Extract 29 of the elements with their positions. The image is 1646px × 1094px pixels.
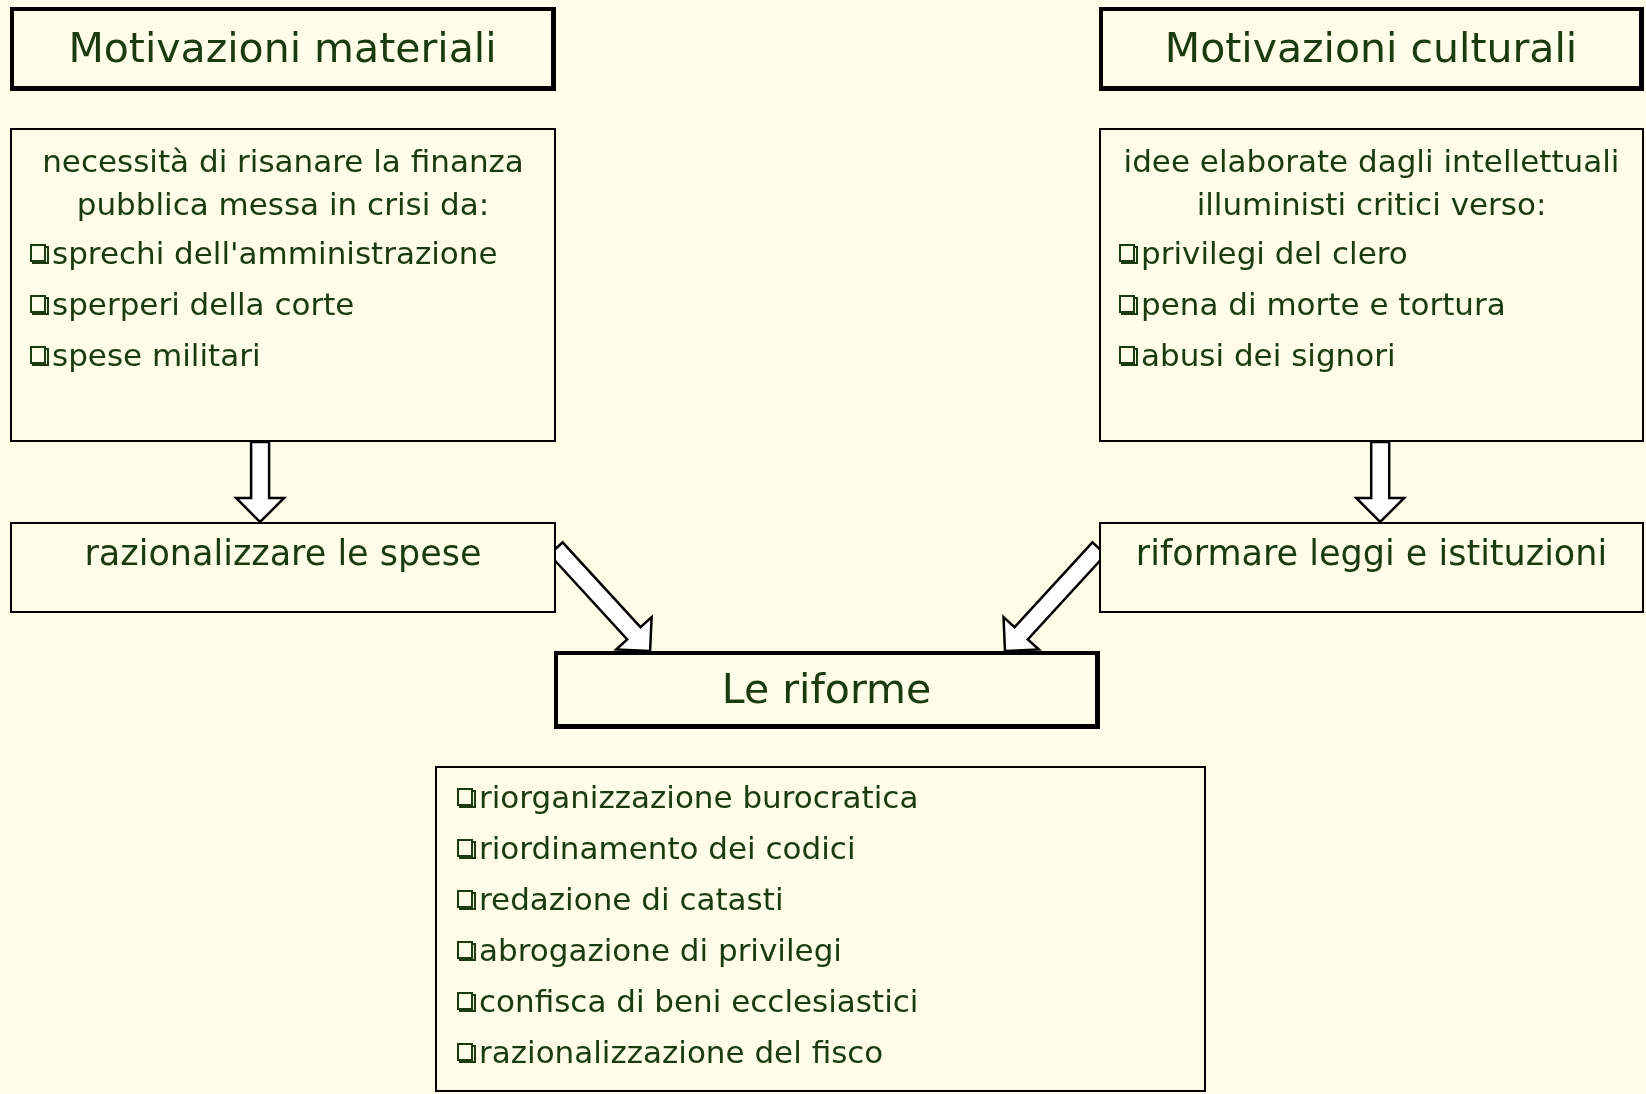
list-item-text: privilegi del clero — [1141, 234, 1408, 273]
list-item-text: redazione di catasti — [479, 880, 784, 919]
block-arrow — [1353, 440, 1408, 524]
heading-text: Motivazioni culturali — [1164, 22, 1578, 74]
text-box — [435, 766, 1206, 1092]
list-item-text: riorganizzazione burocratica — [479, 778, 919, 817]
heading-box — [1099, 7, 1644, 91]
heading-box — [10, 7, 556, 91]
list-item-text: abusi dei signori — [1141, 336, 1396, 375]
list-item-text: riordinamento dei codici — [479, 829, 856, 868]
list-item-text: razionalizzazione del fisco — [479, 1033, 884, 1072]
intro-text: necessità di risanare la finanza pubblica messa in crisi da: — [41, 142, 525, 224]
box-text: razionalizzare le spese — [84, 532, 482, 575]
text-box — [1099, 522, 1644, 613]
list-item-text: pena di morte e tortura — [1141, 285, 1506, 324]
list-item-text: spese militari — [52, 336, 261, 375]
text-box — [1099, 128, 1644, 442]
list-item-text: confisca di beni ecclesiastici — [479, 982, 919, 1021]
block-arrow — [233, 440, 288, 524]
list-item-text: sperperi della corte — [52, 285, 355, 324]
heading-box — [554, 651, 1100, 729]
list-item-text: abrogazione di privilegi — [479, 931, 842, 970]
text-box — [10, 522, 556, 613]
heading-text: Motivazioni materiali — [68, 22, 497, 74]
list-item-text: sprechi dell'amministrazione — [52, 234, 498, 273]
intro-text: idee elaborate dagli intellettuali illuministi critici verso: — [1122, 142, 1621, 224]
heading-text: Le riforme — [721, 663, 932, 715]
text-box — [10, 128, 556, 442]
box-text: riformare leggi e istituzioni — [1135, 532, 1608, 575]
